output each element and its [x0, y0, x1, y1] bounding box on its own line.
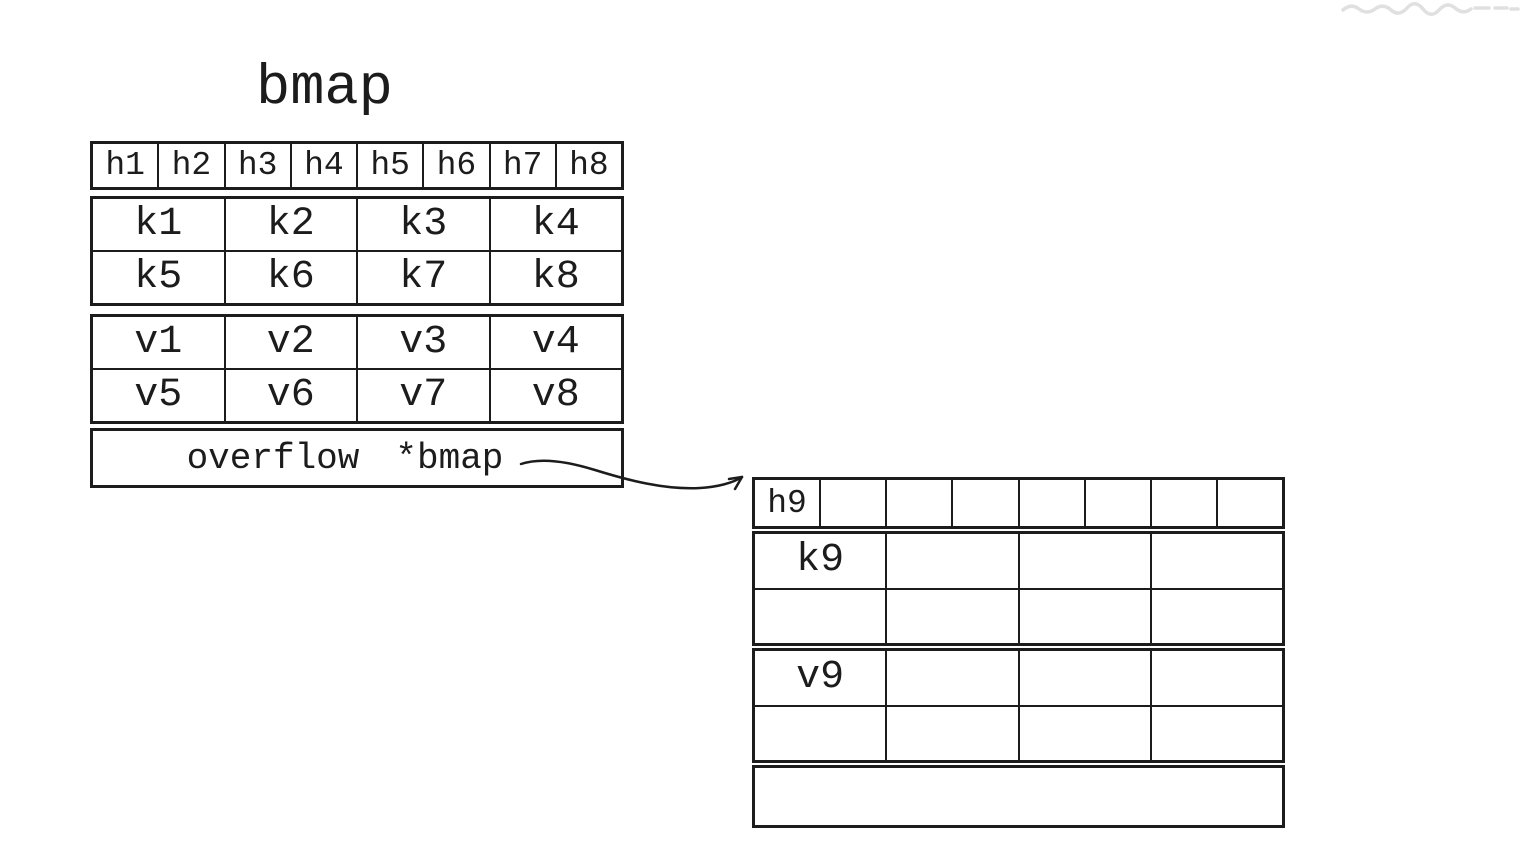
values-block: v9: [752, 648, 1285, 763]
value-cell: v8: [488, 370, 622, 421]
hash-cell: h5: [356, 144, 422, 187]
value-cell: v9: [796, 655, 845, 701]
hash-cell: [819, 480, 885, 526]
diagram-title: bmap: [256, 57, 393, 121]
value-cell: [885, 651, 1017, 705]
overflow-pointer-arrow: [519, 459, 744, 491]
value-cell: [755, 707, 885, 761]
value-cell: v6: [223, 370, 357, 421]
overflow-label: overflow: [186, 437, 360, 479]
value-cell: [1149, 706, 1282, 760]
main-bucket-table: h1 h2 h3 h4 h5 h6 h7 h8 k1 k2 k3 k4 k5 k…: [90, 141, 624, 488]
hash-cell: h2: [157, 144, 223, 187]
value-cell: v5: [134, 373, 183, 418]
hash-cell: h9: [767, 484, 807, 522]
hash-cell: h8: [554, 144, 621, 187]
value-cell: [1149, 651, 1282, 705]
hash-header-block: h1 h2 h3 h4 h5 h6 h7 h8: [90, 141, 624, 190]
value-cell: v1: [134, 320, 183, 365]
key-cell: k8: [488, 252, 622, 303]
hash-row: h1 h2 h3 h4 h5 h6 h7 h8: [93, 144, 621, 187]
hash-cell: [885, 480, 951, 526]
value-cell: v3: [356, 317, 489, 368]
key-cell: k3: [356, 199, 489, 250]
keys-block: k9: [752, 531, 1285, 646]
hash-cell: h1: [105, 147, 145, 184]
key-cell: [1149, 534, 1282, 588]
hash-cell: [1083, 480, 1150, 526]
key-cell: [885, 534, 1017, 588]
key-cell: k5: [134, 255, 183, 300]
hash-row: h9: [755, 480, 1282, 526]
key-row: k9: [755, 534, 1282, 588]
hash-header-block: h9: [752, 477, 1285, 529]
key-cell: [1017, 589, 1150, 643]
hash-cell: [1149, 480, 1216, 526]
overflow-bucket-table: h9 k9: [752, 477, 1285, 828]
overflow-block: overflow *bmap: [90, 428, 624, 488]
value-row: v5 v6 v7 v8: [93, 368, 621, 421]
value-cell: v2: [223, 317, 357, 368]
watermark-scribble: [1341, 2, 1520, 16]
key-cell: [885, 589, 1017, 643]
overflow-row: overflow *bmap: [81, 431, 609, 485]
key-cell: [1017, 534, 1150, 588]
value-cell: v4: [488, 317, 622, 368]
value-cell: [1017, 706, 1150, 760]
key-cell: k4: [488, 199, 622, 250]
hash-cell: h7: [488, 144, 555, 187]
value-cell: [885, 706, 1017, 760]
key-cell: [1149, 589, 1282, 643]
value-row: v1 v2 v3 v4: [93, 317, 621, 368]
overflow-row: [755, 768, 1282, 825]
hash-cell: [951, 480, 1017, 526]
values-block: v1 v2 v3 v4 v5 v6 v7 v8: [90, 314, 624, 424]
key-row: k1 k2 k3 k4: [93, 199, 621, 250]
value-cell: v7: [356, 370, 489, 421]
key-cell: k9: [796, 538, 845, 584]
value-cell: [1017, 651, 1150, 705]
key-cell: k2: [223, 199, 357, 250]
key-cell: k6: [223, 252, 357, 303]
hash-cell: [1215, 480, 1282, 526]
hash-cell: [1017, 480, 1084, 526]
hash-cell: h3: [223, 144, 290, 187]
key-row: k5 k6 k7 k8: [93, 250, 621, 303]
key-cell: k7: [356, 252, 489, 303]
overflow-block: [752, 765, 1285, 828]
overflow-pointer-type: *bmap: [395, 437, 504, 479]
value-row: v9: [755, 651, 1282, 705]
key-cell: [755, 590, 885, 644]
key-row: [755, 587, 1282, 644]
value-row: [755, 704, 1282, 761]
hash-cell: h6: [422, 144, 488, 187]
hash-cell: h4: [289, 144, 356, 187]
keys-block: k1 k2 k3 k4 k5 k6 k7 k8: [90, 196, 624, 306]
key-cell: k1: [134, 202, 183, 247]
